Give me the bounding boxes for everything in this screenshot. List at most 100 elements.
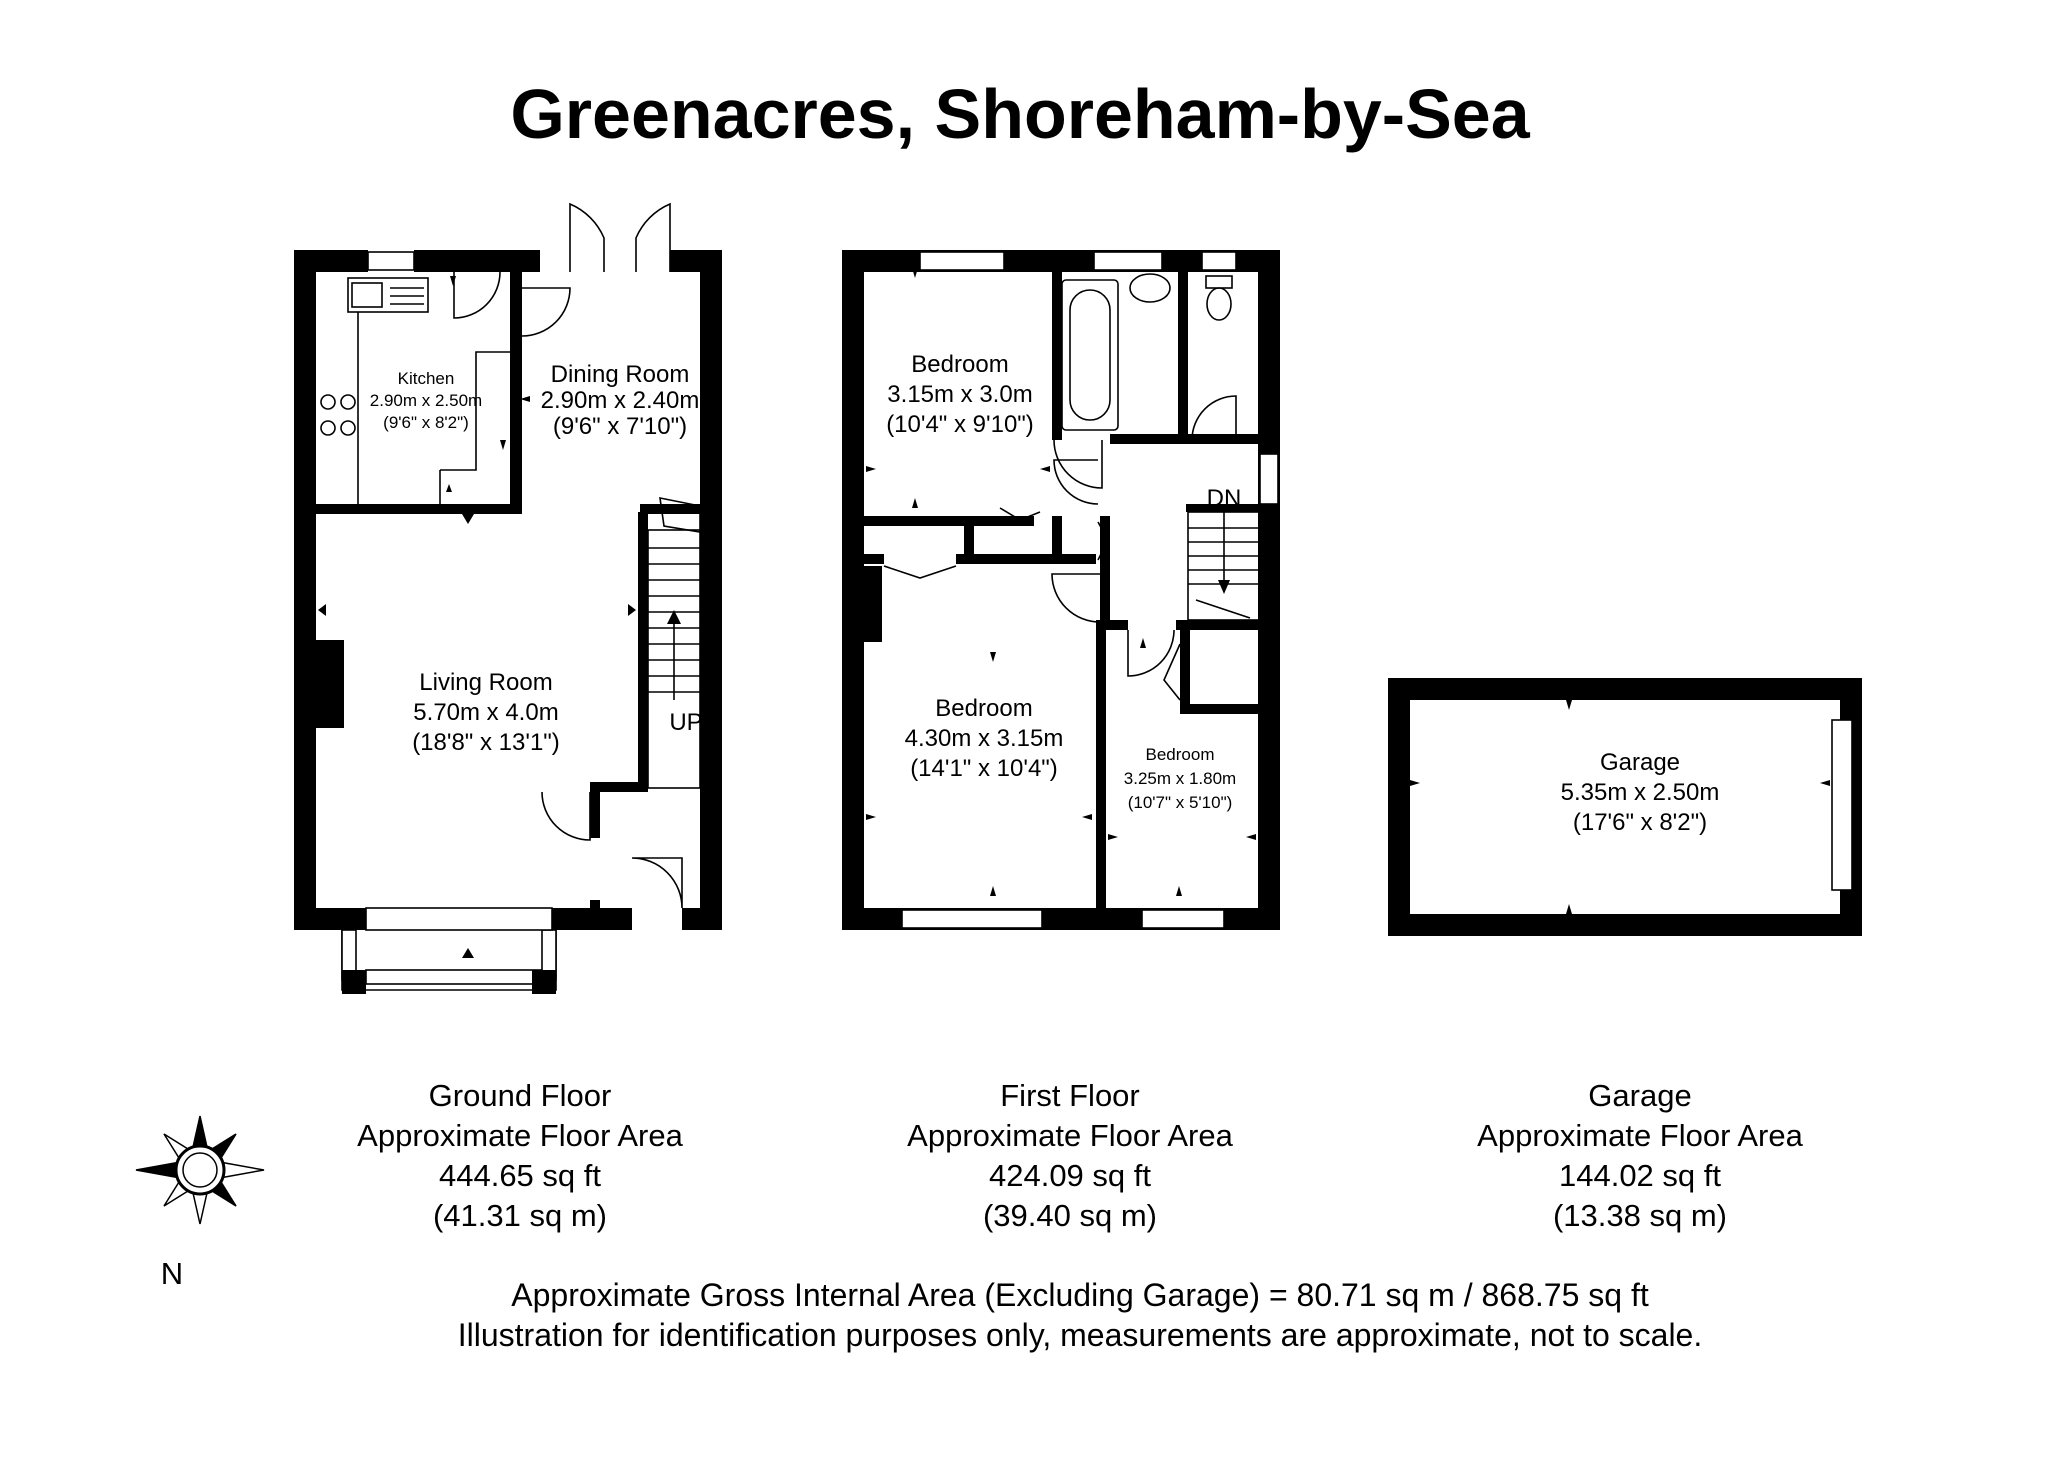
dining-door-swing — [521, 287, 571, 337]
stairs-down — [1187, 508, 1261, 621]
landing-window — [1259, 453, 1279, 505]
kitchen-window — [367, 251, 415, 271]
cupboard-doors-a — [883, 565, 957, 579]
living-room-name: Living Room — [419, 669, 552, 696]
bedroom3-top-wall-a — [1106, 620, 1128, 630]
garage-label: Garage — [1588, 1078, 1691, 1113]
hob-icon — [320, 394, 356, 436]
first-floor-plan: Bedroom 3.15m x 3.0m (10'4" x 9'10") Bed… — [842, 250, 1280, 930]
first-floor-label: First Floor — [1000, 1078, 1140, 1113]
french-door-left — [569, 202, 605, 272]
landing-west-wall — [1100, 516, 1110, 626]
bedroom1-imperial: (10'4" x 9'10") — [886, 411, 1034, 438]
wc-window — [1201, 251, 1237, 271]
bedroom1-south-wall — [864, 516, 1034, 526]
kitchen-door-swing — [453, 271, 501, 319]
garage-plan: Garage 5.35m x 2.50m (17'6" x 8'2") — [1388, 678, 1862, 936]
compass-rose-icon — [135, 1115, 265, 1225]
bath-landing-wall — [1110, 434, 1260, 444]
bedroom1-metric: 3.15m x 3.0m — [887, 381, 1032, 408]
stairs-down-label: DN — [1207, 485, 1242, 512]
dining-metric: 2.90m x 2.40m — [541, 387, 700, 414]
first-west-wall — [842, 250, 864, 930]
living-room-imperial: (18'8" x 13'1") — [412, 729, 560, 756]
kitchen-name: Kitchen — [398, 369, 455, 388]
bedroom3-imperial: (10'7" x 5'10") — [1128, 793, 1233, 812]
garage-sqft: 144.02 sq ft — [1559, 1158, 1721, 1193]
kitchen-living-wall — [316, 504, 522, 514]
bedroom3-door-swing — [1127, 629, 1175, 677]
bedroom3-top-wall-b — [1176, 620, 1260, 630]
bay-window-front — [365, 969, 543, 985]
bay-post-left — [342, 970, 366, 994]
basin-icon — [1129, 273, 1171, 303]
living-room-metric: 5.70m x 4.0m — [413, 699, 558, 726]
first-floor-sqm: (39.40 sq m) — [983, 1198, 1157, 1233]
french-door-right — [635, 202, 671, 272]
ground-floor-label: Ground Floor — [429, 1078, 612, 1113]
first-floor-dimension-ticks — [866, 268, 1256, 896]
first-floor-sqft: 424.09 sq ft — [989, 1158, 1151, 1193]
airing-cupboard-door — [1163, 643, 1181, 701]
dining-imperial: (9'6" x 7'10") — [553, 413, 687, 440]
hall-partition-top — [590, 782, 648, 792]
bay-post-right — [532, 970, 556, 994]
ground-south-wall-left — [294, 908, 366, 930]
bedroom2-imperial: (14'1" x 10'4") — [910, 755, 1058, 782]
bedroom3-window — [1141, 909, 1225, 929]
kitchen-dining-wall — [510, 272, 522, 512]
dining-stairs-wall — [640, 504, 702, 514]
garage-name: Garage — [1600, 749, 1680, 776]
ground-floor-sqft: 444.65 sq ft — [439, 1158, 601, 1193]
first-floor-area-label: Approximate Floor Area — [907, 1118, 1233, 1153]
compass-north-label: N — [161, 1256, 183, 1291]
disclaimer: Illustration for identification purposes… — [458, 1317, 1702, 1353]
bedroom1-door-swing — [1053, 459, 1099, 505]
garage-metric: 5.35m x 2.50m — [1561, 779, 1720, 806]
airing-cupboard-bottom — [1180, 704, 1260, 714]
ground-west-wall — [294, 250, 316, 930]
cupboard-doors-c — [1097, 521, 1109, 561]
toilet-icon — [1206, 287, 1232, 321]
front-door-swing — [631, 857, 683, 909]
ground-floor-area-label: Approximate Floor Area — [357, 1118, 683, 1153]
garage-west-wall — [1388, 678, 1410, 936]
first-floor-summary: First Floor Approximate Floor Area 424.0… — [907, 1078, 1233, 1233]
ground-east-wall — [700, 250, 722, 930]
bedroom3-name: Bedroom — [1146, 745, 1215, 764]
kitchen-imperial: (9'6" x 8'2") — [383, 413, 469, 432]
airing-cupboard-wall — [1180, 620, 1190, 714]
sink-unit — [347, 277, 429, 313]
chimney-breast — [316, 640, 344, 728]
bedroom2-door-swing — [1051, 573, 1101, 623]
bedroom1-bath-wall — [1052, 272, 1062, 440]
bedroom2-bedroom3-wall — [1096, 620, 1106, 910]
bedroom1-window — [919, 251, 1005, 271]
bath-icon — [1061, 279, 1119, 431]
ground-floor-summary: Ground Floor Approximate Floor Area 444.… — [357, 1078, 683, 1233]
cupboard-doors-b — [999, 507, 1041, 521]
stair-head-wall — [1186, 504, 1260, 512]
cupboard-divider-b — [1052, 516, 1062, 564]
bathroom-window — [1093, 251, 1163, 271]
bath-wc-wall — [1178, 272, 1188, 440]
cupboard-wall-b — [956, 554, 1096, 564]
ground-north-wall-left — [294, 250, 368, 272]
garage-imperial: (17'6" x 8'2") — [1573, 809, 1707, 836]
garage-area-label: Approximate Floor Area — [1477, 1118, 1803, 1153]
dimension-ticks — [318, 276, 718, 958]
kitchen-metric: 2.90m x 2.50m — [370, 391, 482, 410]
dining-name: Dining Room — [551, 361, 690, 388]
first-chimney — [864, 566, 882, 642]
bedroom2-window — [901, 909, 1043, 929]
garage-south-wall — [1388, 914, 1862, 936]
first-east-wall — [1258, 250, 1280, 930]
ground-north-wall-mid — [414, 250, 540, 272]
sink-icon — [351, 282, 383, 308]
garage-door — [1831, 719, 1853, 891]
ground-floor-sqm: (41.31 sq m) — [433, 1198, 607, 1233]
page-title: Greenacres, Shoreham-by-Sea — [510, 75, 1530, 153]
hall-door-swing — [541, 791, 591, 841]
ground-floor-plan: Kitchen 2.90m x 2.50m (9'6" x 8'2") Dini… — [294, 202, 722, 994]
garage-north-wall — [1388, 678, 1862, 700]
